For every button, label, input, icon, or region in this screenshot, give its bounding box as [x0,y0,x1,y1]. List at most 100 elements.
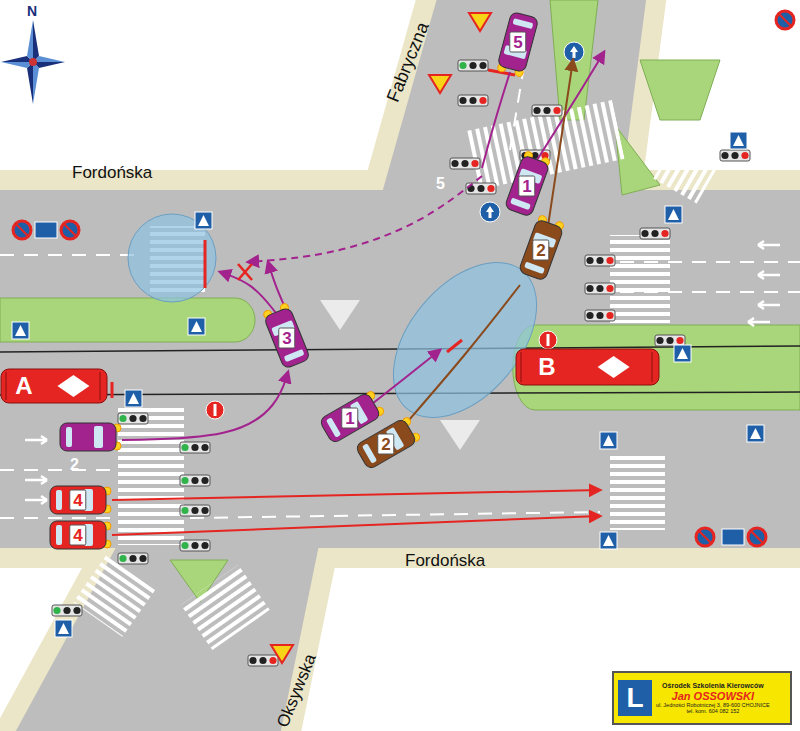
map-circle [487,185,494,192]
traffic-light [180,475,210,486]
map-rect [181,565,270,650]
map-path [15,325,26,336]
map-path [603,535,614,546]
map-line [652,352,653,382]
crossing-sign [600,432,617,449]
map-rect [56,490,62,510]
map-rect [458,60,488,71]
map-line [0,469,115,471]
crossing-sign [600,532,617,549]
movement-path [112,490,600,500]
map-circle [73,607,80,614]
crossing-sign [747,425,764,442]
map-circle [181,507,188,514]
map-rect [610,455,665,530]
map-rect [248,655,278,666]
map-rect [665,206,682,223]
map-polygon [615,125,660,195]
map-circle [641,230,648,237]
map-rect [355,418,417,470]
car-body [355,415,422,470]
map-circle [606,285,613,292]
prohibition-sign [13,221,31,239]
map-rect [326,417,341,437]
mandatory-sign [480,202,500,222]
map-circle [469,97,476,104]
car: 5 [486,10,550,74]
map-rect [585,310,615,321]
map-circle [191,542,198,549]
map-rect [60,423,116,451]
map-rect [674,345,691,362]
map-circle [741,152,748,159]
map-circle [479,62,486,69]
traffic-light [720,150,750,161]
school-line: Jan OSSOWSKI [672,690,755,702]
car: 2 [509,218,573,282]
map-circle [129,415,136,422]
map-polygon [380,0,650,200]
map-line [100,372,101,400]
street-name: Fordońska [72,164,152,181]
map-circle [666,337,673,344]
map-rect [458,95,488,106]
school-line: Ośrodek Szkolenia Kierowców [662,682,764,690]
map-circle [661,230,668,237]
map-rect [510,198,531,210]
map-circle [553,107,560,114]
map-circle [606,312,613,319]
car-number: 4 [69,525,86,546]
map-circle [201,507,208,514]
traffic-light [458,95,488,106]
traffic-light [450,158,480,169]
map-polygon [320,300,360,330]
map-path [198,215,209,226]
map-polygon [0,540,320,731]
map-circle [119,555,126,562]
map-circle [53,607,60,614]
map-circle [676,337,683,344]
lane-arrow [25,476,47,484]
lane-arrow [758,241,780,249]
map-circle [459,62,466,69]
map-circle [596,312,603,319]
map-rect [585,283,615,294]
school-text: Ośrodek Szkolenia KierowcówJan OSSOWSKIu… [656,682,770,714]
lane-arrow [25,436,47,444]
map-line [238,264,252,280]
map-rect [66,427,72,447]
car-body [504,150,551,217]
map-circle [596,285,603,292]
traffic-light [52,605,82,616]
car-number: 1 [518,176,535,197]
map-circle [459,97,466,104]
map-circle [181,477,188,484]
pedestrian-zones [128,214,565,444]
map-rect [180,475,210,486]
map-circle [596,257,603,264]
lane-arrow [758,301,780,309]
map-rect [640,228,670,239]
map-circle [451,160,458,167]
map-circle [539,331,557,349]
lane-arrow [748,318,770,326]
map-circle [477,185,484,192]
map-circle [63,607,70,614]
map-path [486,206,494,218]
traffic-light [655,335,685,346]
map-rect [180,540,210,551]
direction-sign [722,529,744,545]
movement-path [402,285,520,428]
map-circle [721,152,728,159]
map-rect [497,11,539,72]
map-line [779,14,791,26]
map-rect [747,425,764,442]
learner-plate: L [618,680,652,716]
map-circle [748,528,766,546]
map-path [513,325,800,410]
school-line: ul. Jedności Robotniczej 3, 89-600 CHOJN… [656,702,770,708]
lane-arrow [758,271,780,279]
